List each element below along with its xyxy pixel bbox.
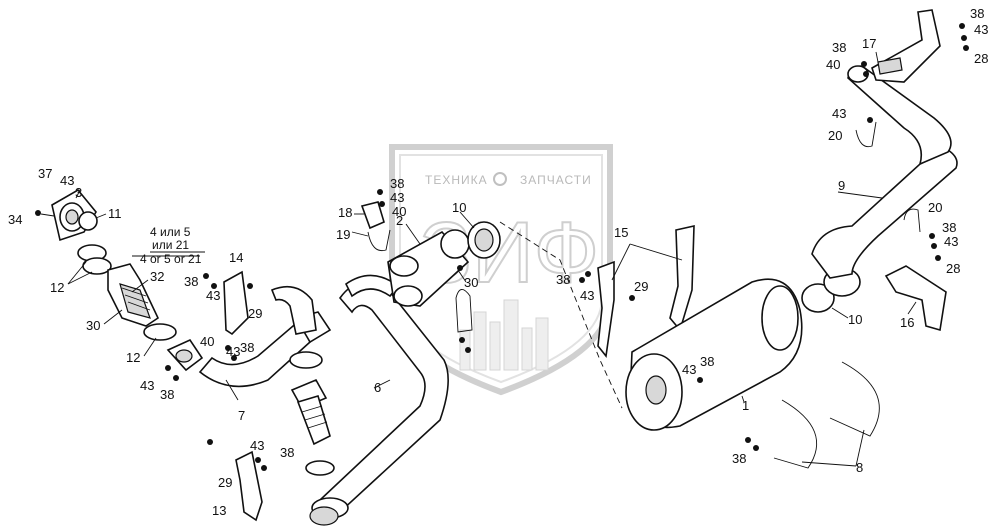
callout-32: 32 (150, 269, 164, 284)
callout-43: 43 (390, 190, 404, 205)
callout-14: 14 (229, 250, 243, 265)
callout-20: 20 (928, 200, 942, 215)
part-note: 4 или 5 или 21 4 or 5 or 21 (140, 225, 205, 266)
callout-7: 7 (238, 408, 245, 423)
bracket-16 (884, 265, 947, 332)
callout-38: 38 (184, 274, 198, 289)
watermark-right-word: ЗАПЧАСТИ (520, 173, 592, 187)
callout-6: 6 (374, 380, 381, 395)
callout-16: 16 (900, 315, 914, 330)
callout-12: 12 (50, 280, 64, 295)
gear-icon (493, 172, 507, 186)
callout-40: 40 (200, 334, 214, 349)
callout-38: 38 (160, 387, 174, 402)
callout-12: 12 (126, 350, 140, 365)
callout-43: 43 (580, 288, 594, 303)
callout-43: 43 (682, 362, 696, 377)
callout-29: 29 (634, 279, 648, 294)
callout-38: 38 (832, 40, 846, 55)
callout-28: 28 (974, 51, 988, 66)
callout-28: 28 (946, 261, 960, 276)
callout-40: 40 (826, 57, 840, 72)
callout-15: 15 (614, 225, 628, 240)
callout-43: 43 (974, 22, 988, 37)
callout-43: 43 (832, 106, 846, 121)
callout-3: 3 (75, 185, 82, 200)
bracket-17 (871, 9, 969, 83)
note-line-3: 4 or 5 or 21 (140, 252, 202, 266)
note-line-1: 4 или 5 (150, 225, 191, 239)
muffler-1 (625, 278, 803, 451)
callout-30: 30 (86, 318, 100, 333)
callout-38: 38 (556, 272, 570, 287)
callout-38: 38 (970, 6, 984, 21)
callout-10: 10 (452, 200, 466, 215)
callout-43: 43 (944, 234, 958, 249)
bracket-13 (207, 439, 267, 522)
callout-43: 43 (60, 173, 74, 188)
leader-lines (67, 51, 917, 467)
callout-11: 11 (108, 206, 122, 221)
callout-labels: 37 43 3 34 11 12 32 30 12 43 38 14 38 43… (8, 6, 988, 518)
callout-8: 8 (856, 460, 863, 475)
callout-2: 2 (396, 213, 403, 228)
u-clamps-20 (855, 61, 941, 261)
bracket-14 (203, 270, 249, 361)
callout-38: 38 (942, 220, 956, 235)
watermark-left-word: ТЕХНИКА (425, 173, 488, 187)
callout-17: 17 (862, 36, 876, 51)
callout-29: 29 (248, 306, 262, 321)
callout-40: 40 (392, 204, 406, 219)
main-exhaust-pipe-6 (289, 274, 449, 526)
manifold-flange-assembly (35, 188, 204, 381)
callout-38: 38 (240, 340, 254, 355)
callout-43: 43 (250, 438, 264, 453)
callout-19: 19 (336, 227, 350, 242)
tail-pipe-9 (801, 65, 958, 313)
callout-13: 13 (212, 503, 226, 518)
callout-38: 38 (390, 176, 404, 191)
callout-43: 43 (226, 344, 240, 359)
callout-18: 18 (338, 205, 352, 220)
note-line-2: или 21 (152, 238, 189, 252)
callout-34: 34 (8, 212, 22, 227)
callout-43: 43 (140, 378, 154, 393)
callout-30: 30 (464, 275, 478, 290)
watermark: ТЕХНИКА ЗАПЧАСТИ ЗИФ (389, 144, 613, 396)
callout-38: 38 (700, 354, 714, 369)
callout-37: 37 (38, 166, 52, 181)
callout-38: 38 (732, 451, 746, 466)
callout-43: 43 (206, 288, 220, 303)
y-branch-pipe-2 (360, 189, 501, 353)
callout-1: 1 (742, 398, 749, 413)
callout-20: 20 (828, 128, 842, 143)
front-exhaust-pipe-7 (198, 283, 332, 388)
callout-9: 9 (838, 178, 845, 193)
callout-10: 10 (848, 312, 862, 327)
muffler-straps-8 (773, 361, 880, 469)
callout-29: 29 (218, 475, 232, 490)
callout-38: 38 (280, 445, 294, 460)
